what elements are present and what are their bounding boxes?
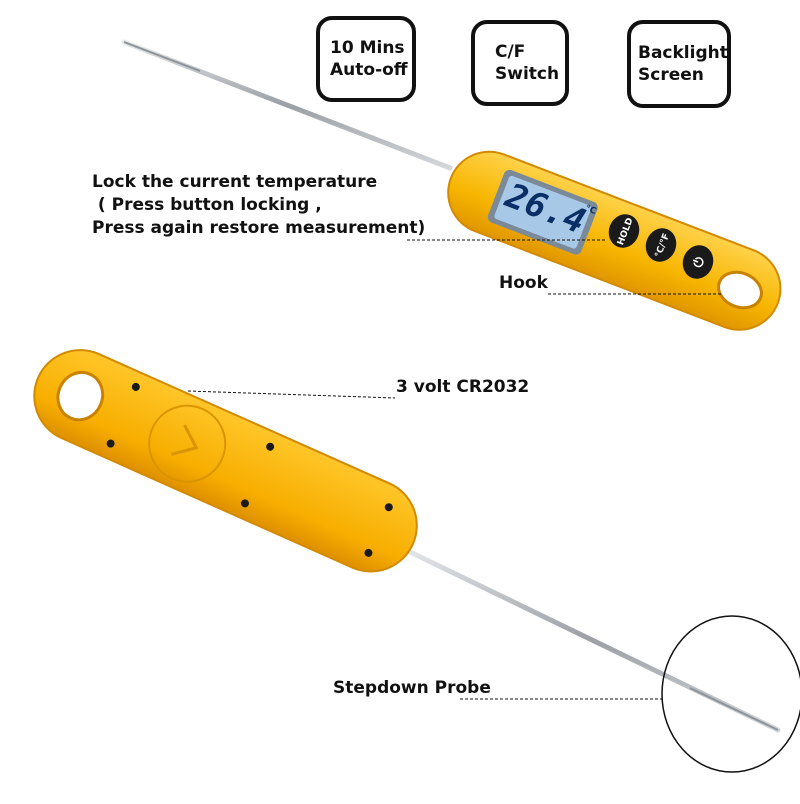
bottom-probe-tip bbox=[689, 687, 779, 731]
screw-hole bbox=[240, 499, 249, 508]
lock-callout-line3: Press again restore measurement) bbox=[92, 218, 426, 238]
screw-hole bbox=[364, 548, 373, 557]
probe-tip-highlight-circle bbox=[661, 615, 800, 773]
bottom-hook-hole bbox=[56, 370, 105, 422]
cf-switch-line1: C/F bbox=[495, 42, 526, 62]
backlight-line1: Backlight bbox=[638, 43, 728, 63]
cf-switch-line2: Switch bbox=[495, 64, 560, 84]
cf-switch-badge: C/F Switch bbox=[471, 20, 569, 106]
screw-hole bbox=[384, 503, 393, 512]
cf-button[interactable]: °C/°F bbox=[641, 224, 681, 266]
battery-callout: 3 volt CR2032 bbox=[396, 377, 530, 397]
battery-leader-line bbox=[187, 390, 396, 399]
probe-callout: Stepdown Probe bbox=[333, 678, 491, 698]
auto-off-badge: 10 Mins Auto-off bbox=[316, 16, 416, 102]
screw-hole bbox=[266, 442, 275, 451]
screw-hole bbox=[106, 439, 115, 448]
top-probe-tip bbox=[123, 41, 201, 72]
lock-callout-line1: Lock the current temperature bbox=[92, 172, 378, 192]
power-button[interactable]: ⏻ bbox=[678, 241, 718, 283]
hook-hole bbox=[717, 270, 763, 310]
auto-off-line2: Auto-off bbox=[330, 60, 408, 80]
lcd-unit: °C bbox=[584, 204, 598, 217]
hold-button[interactable]: HOLD bbox=[604, 210, 644, 252]
auto-off-line1: 10 Mins bbox=[330, 38, 405, 58]
backlight-line2: Screen bbox=[638, 65, 704, 85]
screw-hole bbox=[131, 382, 140, 391]
lock-callout: Lock the current temperature ( Press but… bbox=[92, 171, 425, 240]
battery-cover bbox=[148, 404, 227, 483]
lock-callout-line2: ( Press button locking , bbox=[92, 195, 322, 215]
battery-cover-arrow-icon bbox=[171, 424, 199, 456]
hook-callout: Hook bbox=[499, 273, 548, 293]
backlight-badge: Backlight Screen bbox=[627, 20, 731, 108]
bottom-thermometer-body bbox=[33, 349, 418, 573]
